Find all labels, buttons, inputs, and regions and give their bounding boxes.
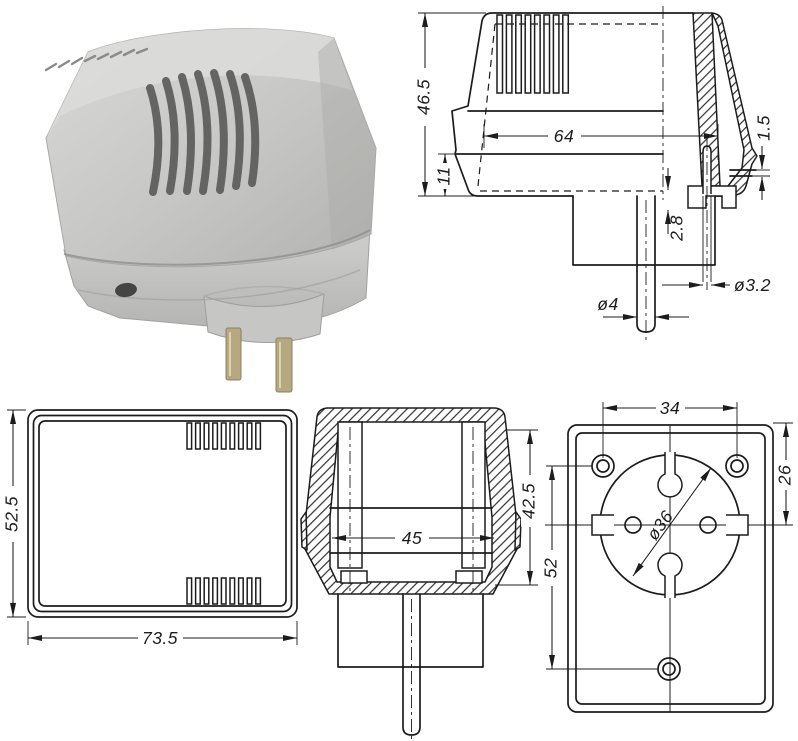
dim-label-52-5: 52.5 (2, 496, 22, 532)
socket-keyhole-top (657, 452, 683, 498)
dimension-step-height: 2.8 (665, 168, 687, 242)
photo-right-face-shade (318, 38, 376, 250)
photo-plug-pins (225, 327, 293, 393)
dim-label-52: 52 (541, 558, 561, 578)
photo-canvas (44, 28, 377, 393)
dim-label-64: 64 (554, 126, 574, 146)
top-vent-slots-upper (186, 422, 262, 450)
photo-vent-slots-large (146, 69, 260, 196)
dim-label-45: 45 (402, 528, 422, 548)
dimension-hole-spacing-v: 52 (541, 465, 658, 670)
latch-bracket (687, 185, 737, 209)
front-post-foot-left (340, 570, 368, 584)
dimension-height-total: 46.5 (414, 12, 486, 197)
photo-top-face-highlight (46, 28, 352, 138)
view-front-section: 45 42.5 (295, 397, 558, 741)
view-top: 52.5 73.5 (0, 397, 312, 741)
front-post-right (461, 421, 486, 569)
top-inner-rect (38, 420, 287, 607)
socket-earth-notch-left (591, 514, 614, 536)
screw-boss-bottom (657, 657, 681, 681)
dim-label-42-5: 42.5 (519, 483, 539, 519)
plug-pin-rear (225, 327, 242, 381)
dimension-pin-diameter: ø4 (597, 294, 689, 320)
dimension-front-cover-height: 42.5 (495, 429, 539, 586)
dim-label-1-5: 1.5 (754, 115, 774, 141)
photo-cord-hole (115, 282, 137, 298)
dimension-edge-to-center: 26 (773, 422, 795, 525)
dim-label-d3-2: ø3.2 (734, 275, 771, 295)
top-vent-slots-lower (186, 577, 262, 605)
front-flange-left (300, 511, 308, 551)
front-plug-block (337, 593, 484, 668)
bottom-view-canvas: 34 26 52 ø36 (541, 398, 795, 713)
socket-earth-notch-right (726, 514, 749, 536)
top-outer-rect (27, 409, 298, 618)
product-photo (2, 0, 398, 399)
front-post-left (337, 421, 363, 569)
front-plug-pin (402, 666, 421, 736)
photo-parting-line (63, 229, 371, 266)
dimension-top-width: 73.5 (27, 621, 298, 648)
dimension-rim-height: 11 (434, 153, 454, 196)
dim-label-73-5: 73.5 (142, 628, 178, 648)
front-section-canvas: 45 42.5 (300, 407, 539, 741)
dim-label-d4: ø4 (597, 294, 618, 314)
dimension-hole-spacing-h: 34 (602, 398, 738, 458)
cap-outline (451, 12, 694, 197)
top-mid-rect (32, 414, 293, 613)
socket-keyhole-bottom (657, 552, 683, 598)
side-vent-slots (496, 14, 570, 94)
top-view-canvas: 52.5 73.5 (2, 409, 298, 648)
dim-label-11: 11 (434, 166, 454, 185)
screw-boss-top-left (591, 454, 615, 478)
dimension-top-depth: 52.5 (2, 409, 26, 618)
dimension-inner-width: 64 (483, 124, 719, 160)
view-bottom: 34 26 52 ø36 (535, 390, 798, 730)
view-side-section: 46.5 11 64 1.5 (400, 0, 798, 395)
screw-boss-top-right (725, 454, 749, 478)
photo-base-step-line (77, 269, 361, 301)
dimension-lip-thickness: 1.5 (752, 115, 774, 200)
dim-label-34: 34 (660, 398, 680, 418)
dim-label-26: 26 (775, 465, 795, 486)
plug-pin-front (275, 337, 293, 393)
front-post-foot-right (455, 570, 483, 584)
dimension-boss-diameter: ø3.2 (662, 275, 771, 295)
dimension-front-inner-width: 45 (332, 528, 494, 548)
dim-label-46-5: 46.5 (414, 79, 434, 115)
dim-label-2-8: 2.8 (667, 215, 687, 242)
front-cap-walls (304, 407, 518, 595)
plug-block (572, 195, 716, 266)
photo-vent-slots-small (44, 47, 149, 72)
side-section-canvas: 46.5 11 64 1.5 (414, 6, 774, 344)
inner-left-hidden (477, 23, 496, 187)
front-flange-right (514, 511, 522, 551)
photo-plug-collar-top-edge (203, 285, 325, 297)
dim-label-d36: ø36 (642, 507, 677, 544)
